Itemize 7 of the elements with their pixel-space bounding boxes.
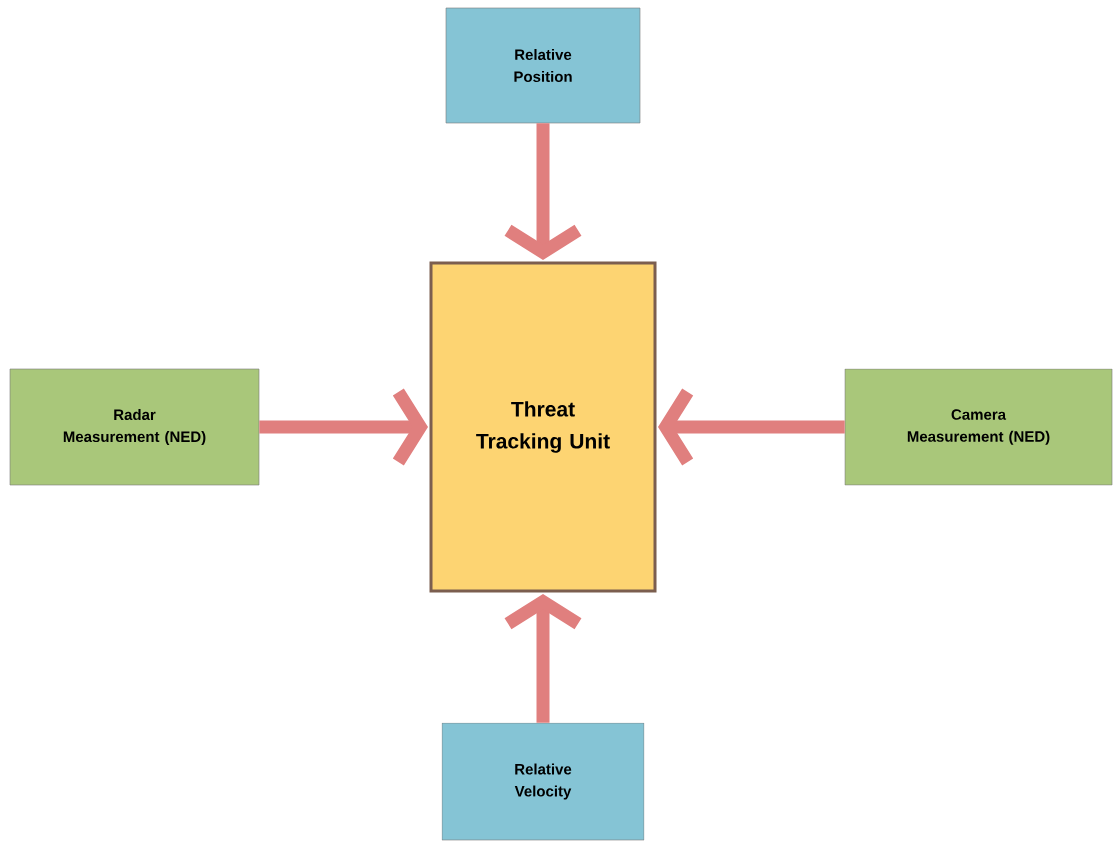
input-box: Camera Measurement (NED) xyxy=(844,368,1113,486)
unit-box: Threat Tracking Unit xyxy=(429,261,657,593)
input-box: Radar Measurement (NED) xyxy=(9,368,260,486)
arrow xyxy=(259,388,428,466)
arrow xyxy=(658,388,845,466)
input-box: Relative Velocity xyxy=(441,722,645,841)
input-box: Relative Position xyxy=(445,7,641,124)
